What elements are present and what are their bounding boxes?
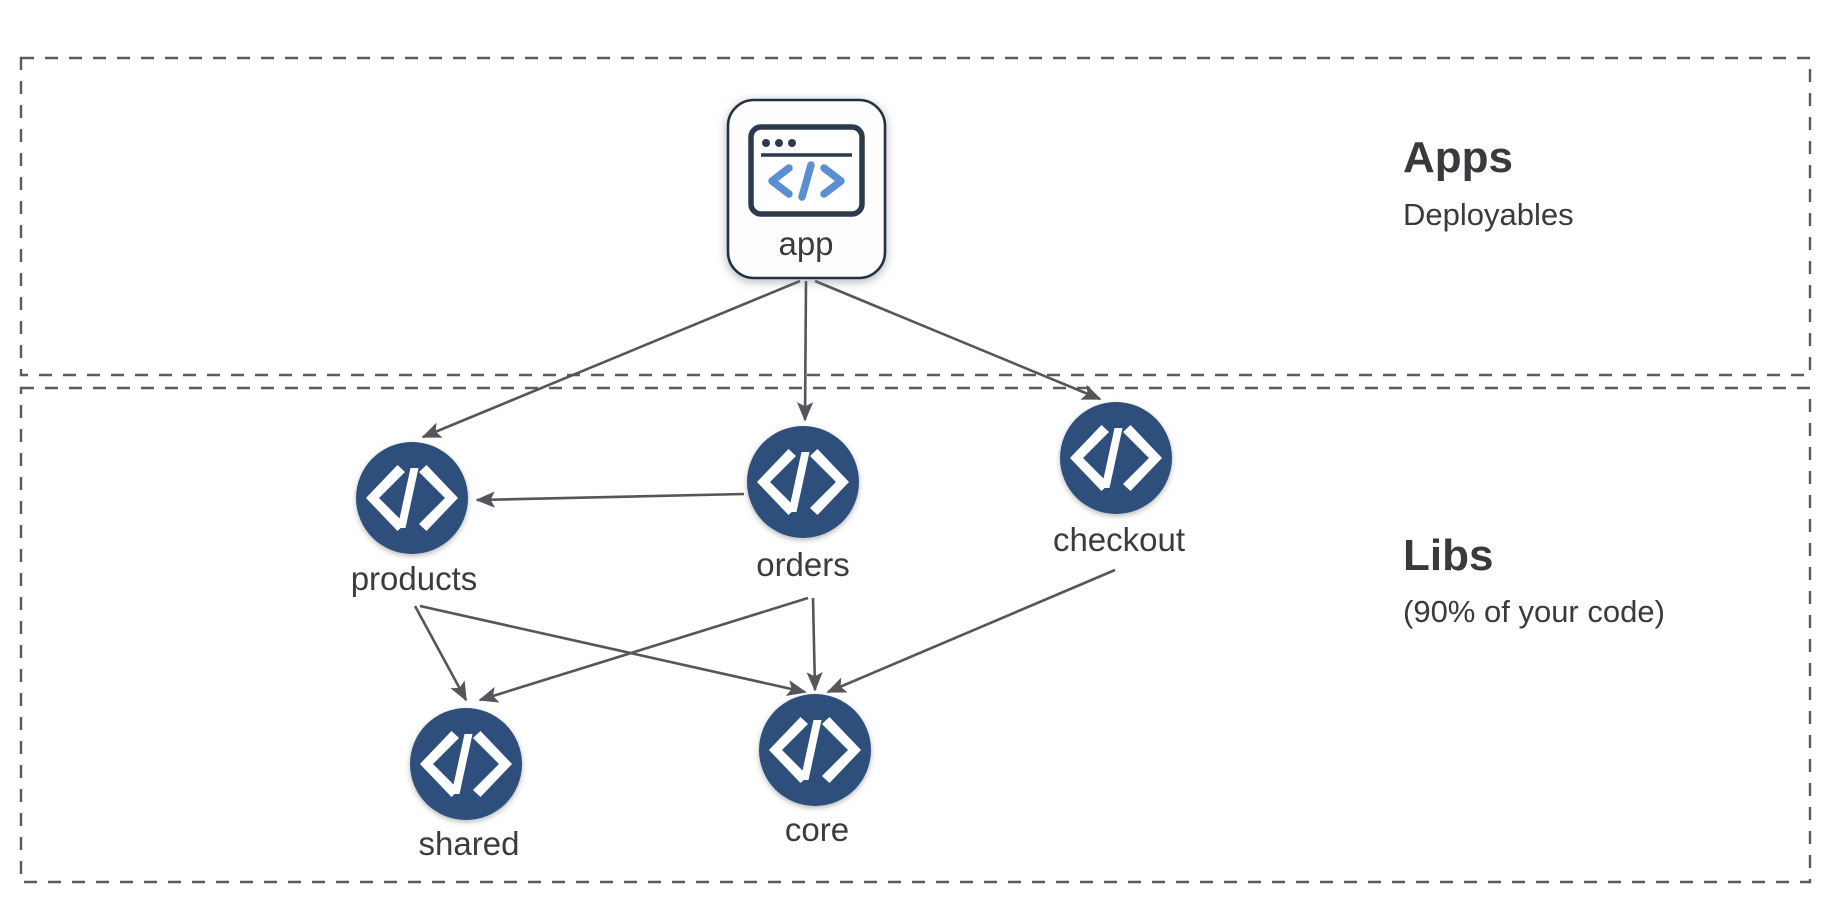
code-brackets-icon bbox=[1070, 425, 1162, 491]
node-label-core: core bbox=[785, 811, 849, 848]
edge-app-to-orders bbox=[797, 280, 814, 422]
edge-products-to-shared bbox=[413, 605, 468, 702]
zone-frame-libs bbox=[19, 386, 1812, 884]
node-app[interactable]: app bbox=[726, 98, 887, 280]
edge-orders-to-shared bbox=[478, 596, 809, 703]
zone-title-libs: Libs bbox=[1403, 531, 1493, 580]
node-label-orders: orders bbox=[756, 546, 850, 583]
code-brackets-icon bbox=[769, 717, 861, 783]
edge-products-to-core bbox=[419, 604, 807, 697]
edge-orders-to-core bbox=[806, 597, 823, 692]
zone-frames bbox=[19, 56, 1812, 884]
zone-label-libs: Libs (90% of your code) bbox=[1403, 531, 1665, 629]
edge-orders-to-products bbox=[475, 491, 745, 508]
node-checkout[interactable]: checkout bbox=[1053, 402, 1185, 558]
node-label-shared: shared bbox=[419, 825, 520, 862]
zone-label-apps: Apps Deployables bbox=[1403, 133, 1574, 232]
zone-subtitle-libs: (90% of your code) bbox=[1403, 594, 1665, 629]
zone-title-apps: Apps bbox=[1403, 133, 1513, 182]
browser-code-window-icon bbox=[748, 124, 865, 217]
code-brackets-icon bbox=[757, 449, 849, 515]
edge-app-to-checkout bbox=[814, 279, 1102, 401]
edge-layer bbox=[413, 279, 1116, 703]
node-label-checkout: checkout bbox=[1053, 521, 1185, 558]
node-orders[interactable]: orders bbox=[747, 426, 859, 583]
node-shared[interactable]: shared bbox=[410, 708, 522, 862]
zone-frame-apps bbox=[19, 56, 1812, 377]
node-label-app: app bbox=[778, 225, 833, 262]
node-label-products: products bbox=[351, 560, 478, 597]
node-core[interactable]: core bbox=[759, 694, 871, 848]
code-brackets-icon bbox=[420, 731, 512, 797]
node-products[interactable]: products bbox=[351, 442, 478, 597]
edge-app-to-products bbox=[421, 279, 801, 439]
zone-subtitle-apps: Deployables bbox=[1403, 197, 1574, 232]
code-brackets-icon bbox=[366, 465, 458, 531]
edge-checkout-to-core bbox=[826, 568, 1116, 694]
